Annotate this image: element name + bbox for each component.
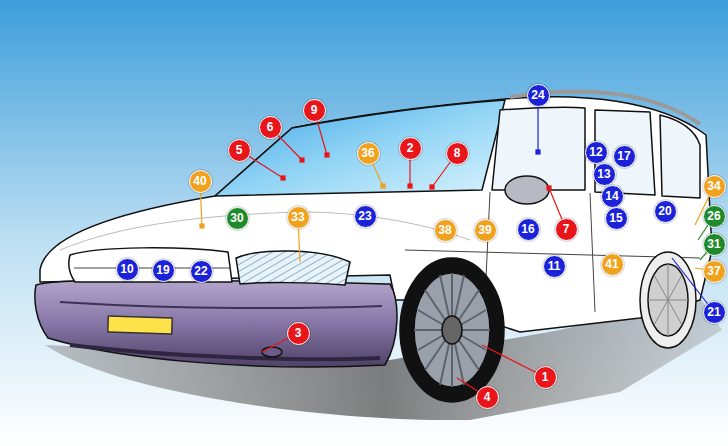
- callout-number: 12: [585, 141, 608, 164]
- front-bumper: [35, 280, 397, 367]
- callout-number: 2: [399, 137, 422, 160]
- callout-number: 30: [226, 207, 249, 230]
- hood-crease: [60, 212, 470, 250]
- callout-number: 11: [543, 255, 566, 278]
- callout-number: 21: [703, 301, 726, 324]
- front-spokes: [414, 273, 490, 387]
- callout-number: 17: [613, 145, 636, 168]
- front-tyre: [400, 258, 504, 402]
- rear-spokes: [648, 264, 688, 336]
- callout-number: 41: [601, 253, 624, 276]
- car-body: [35, 92, 712, 402]
- callout-number: 24: [527, 84, 550, 107]
- callout-number: 40: [189, 170, 212, 193]
- callout-number: 20: [654, 200, 677, 223]
- callout-number: 9: [303, 99, 326, 122]
- callout-number: 8: [446, 142, 469, 165]
- front-rim: [414, 273, 490, 387]
- front-hub: [442, 316, 462, 344]
- callout-number: 10: [116, 258, 139, 281]
- quarter-window: [660, 115, 700, 198]
- orange-leaders: [200, 153, 714, 271]
- callout-number: 22: [190, 260, 213, 283]
- leader-lines: [200, 95, 714, 397]
- blue-leaders: [536, 95, 714, 312]
- callout-number: 39: [474, 219, 497, 242]
- headlight: [236, 251, 350, 285]
- rear-tyre: [640, 252, 696, 348]
- callout-number: 33: [287, 206, 310, 229]
- red-leaders: [239, 110, 566, 397]
- callout-number: 38: [434, 219, 457, 242]
- callout-number: 16: [517, 218, 540, 241]
- callout-number: 6: [259, 116, 282, 139]
- callout-number: 14: [601, 185, 624, 208]
- callout-number: 4: [476, 386, 499, 409]
- fog-lamp: [262, 347, 282, 357]
- callout-number: 7: [555, 218, 578, 241]
- callout-number: 19: [152, 259, 175, 282]
- bumper-line: [60, 302, 382, 308]
- license-plate: [108, 316, 173, 334]
- callout-number: 15: [605, 207, 628, 230]
- callout-number: 13: [593, 163, 616, 186]
- rear-rim: [648, 264, 688, 336]
- callout-number: 36: [357, 142, 380, 165]
- callout-number: 26: [703, 205, 726, 228]
- callout-number: 5: [228, 139, 251, 162]
- callout-number: 31: [703, 233, 726, 256]
- windshield: [215, 100, 505, 196]
- callout-number: 23: [354, 205, 377, 228]
- callout-number: 37: [703, 260, 726, 283]
- air-intake: [70, 345, 380, 359]
- side-mirror: [505, 176, 549, 204]
- grille: [69, 248, 232, 282]
- callout-number: 34: [703, 175, 726, 198]
- callout-number: 1: [534, 366, 557, 389]
- callout-number: 3: [287, 322, 310, 345]
